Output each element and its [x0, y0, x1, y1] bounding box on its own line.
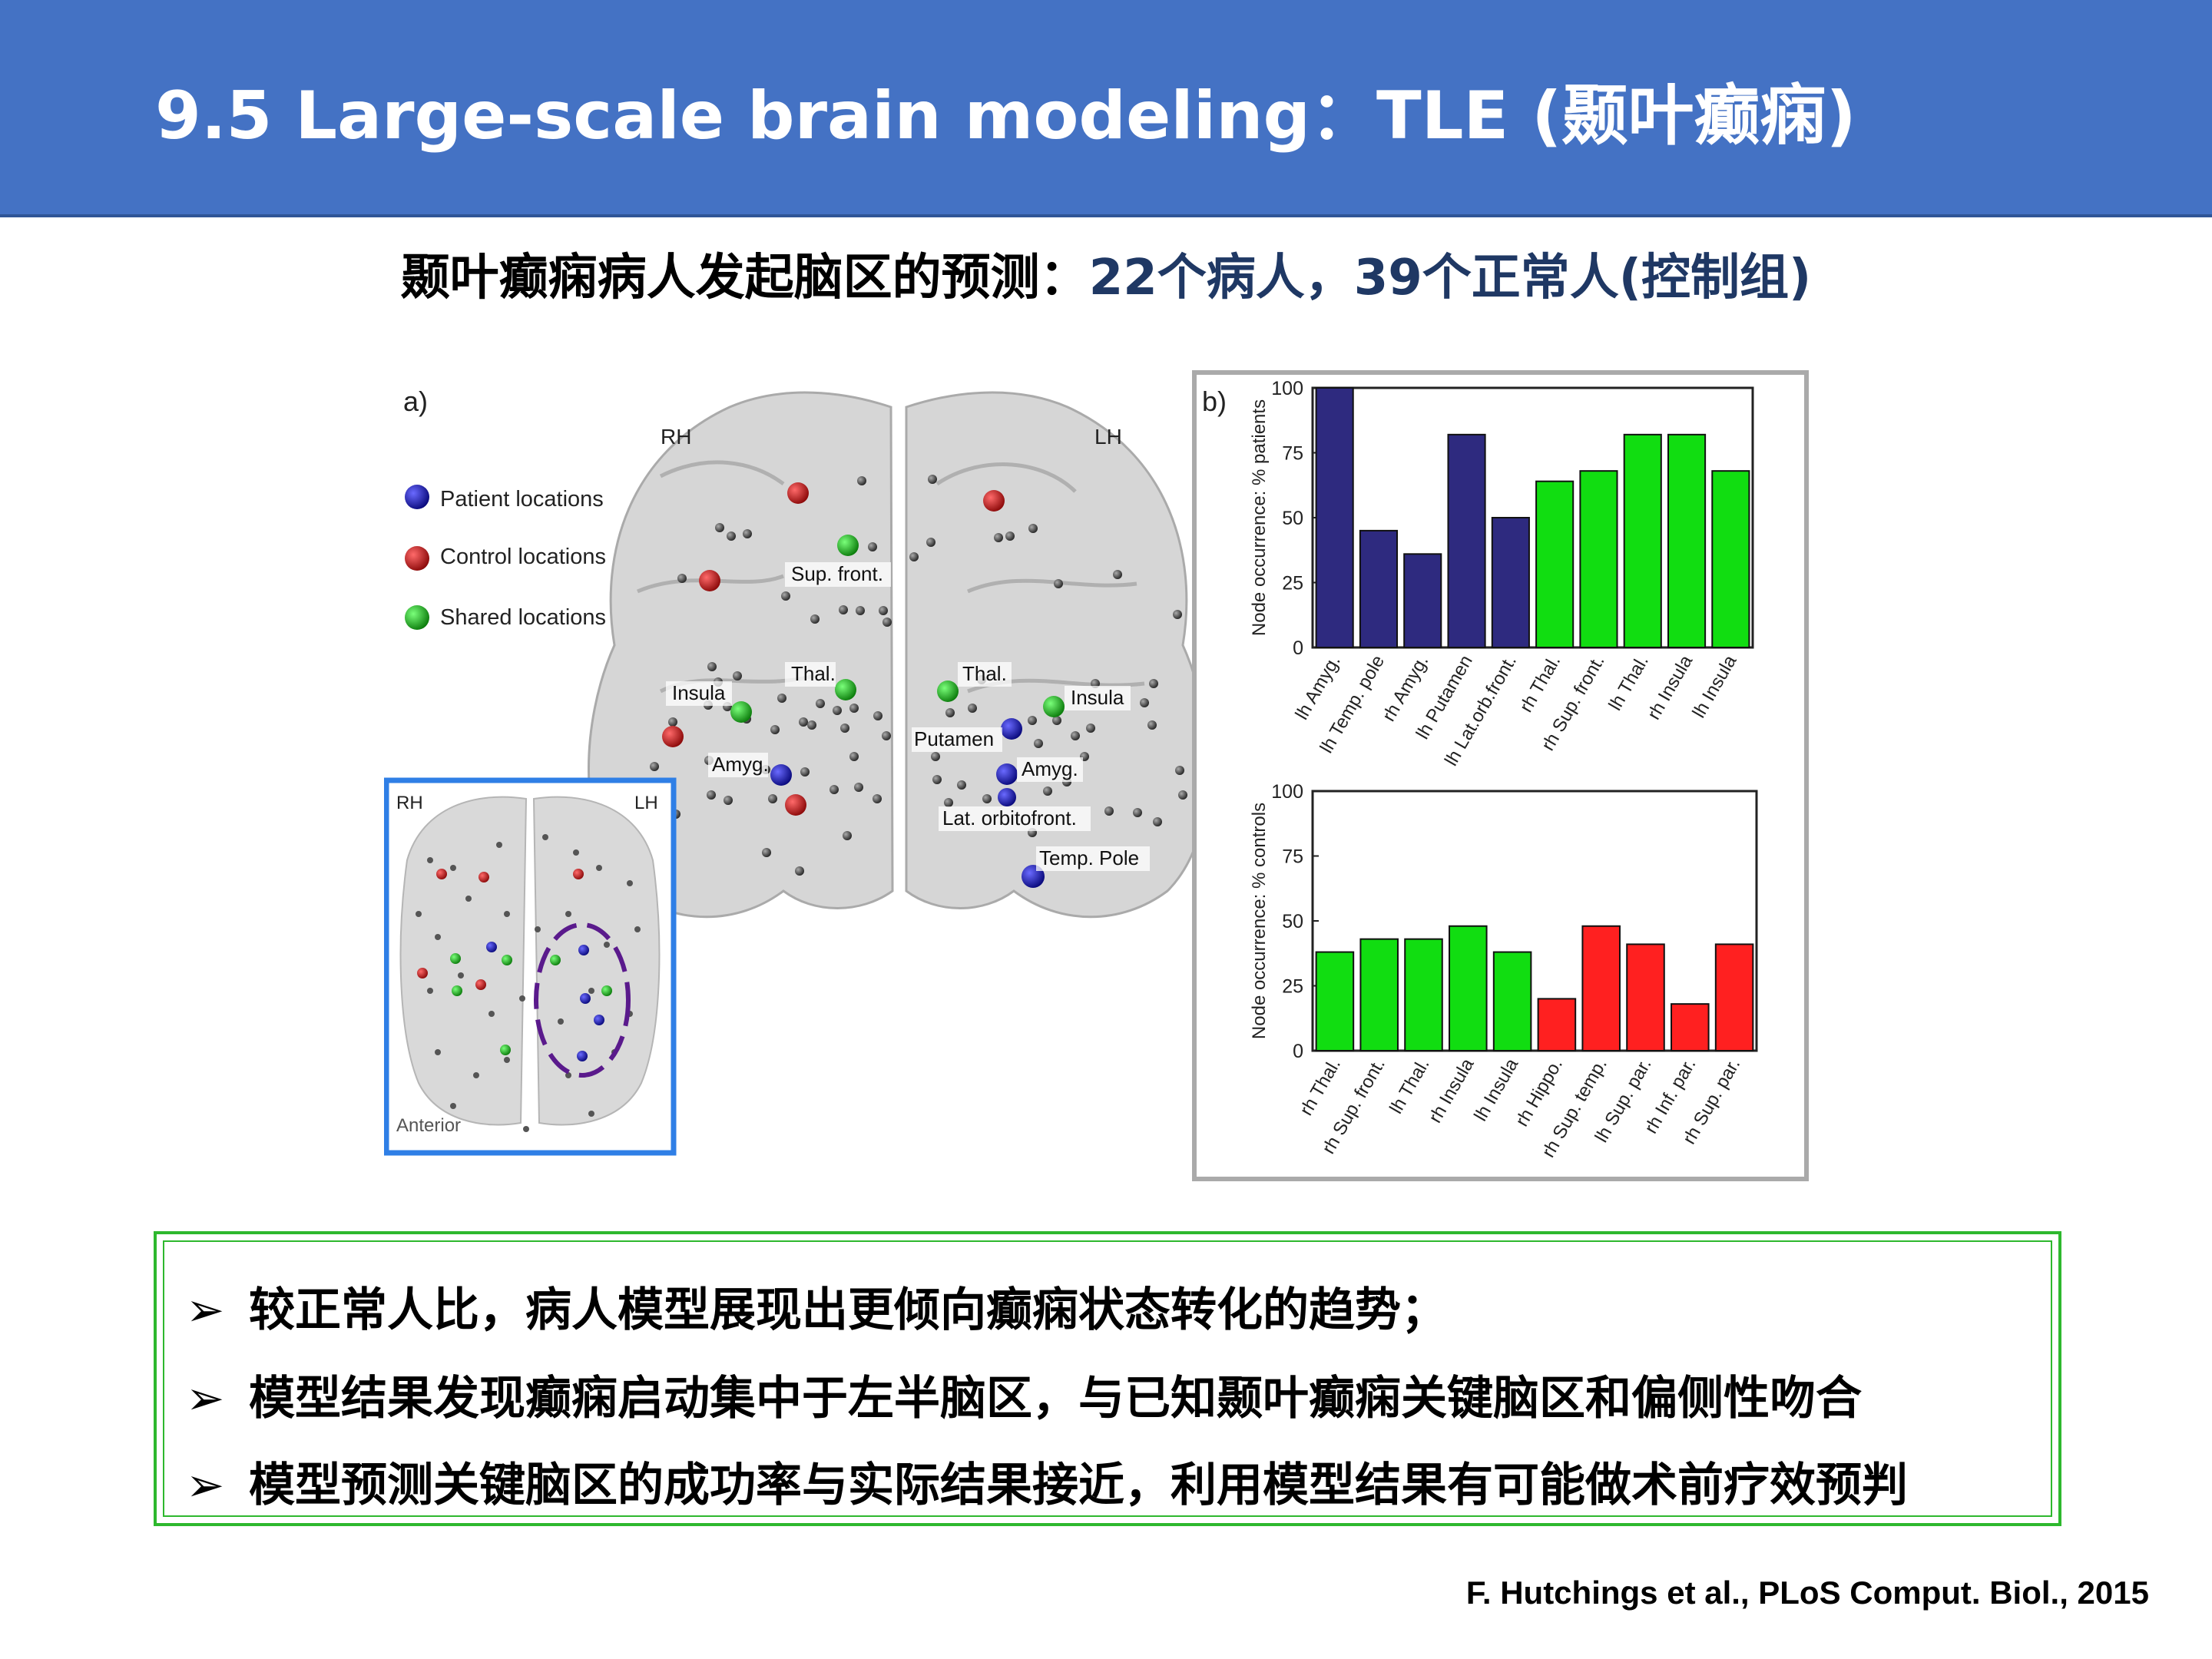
bar — [1579, 470, 1618, 648]
bar — [1581, 925, 1621, 1052]
y-tick-label: 0 — [1293, 1041, 1303, 1062]
bar — [1626, 943, 1665, 1051]
inset-rh-label: RH — [396, 793, 423, 813]
inset-anterior-label: Anterior — [396, 1115, 461, 1136]
y-axis-label: Node occurrence: % controls — [1249, 803, 1270, 1039]
y-tick-label: 100 — [1271, 781, 1303, 803]
bar — [1359, 529, 1399, 648]
bar — [1537, 998, 1577, 1052]
brain-legend: Patient locations Control locations Shar… — [405, 485, 606, 630]
bar — [1359, 938, 1399, 1051]
panel-label-b: b) — [1202, 386, 1227, 417]
bar — [1404, 938, 1443, 1051]
control-node — [662, 726, 684, 747]
bullet-text: 模型预测关键脑区的成功率与实际结果接近，利用模型结果有可能做术前疗效预判 — [249, 1459, 1908, 1512]
bar — [1667, 433, 1707, 648]
bar — [1714, 943, 1754, 1051]
legend-control-marker — [405, 546, 429, 571]
bar — [1315, 951, 1355, 1051]
brain-silhouette — [587, 391, 1210, 919]
citation: F. Hutchings et al., PLoS Comput. Biol.,… — [1465, 1575, 2149, 1611]
label-putamen: Putamen — [914, 727, 994, 750]
panel-label-a: a) — [403, 386, 428, 417]
shared-node — [1043, 696, 1065, 717]
bullet-text: 较正常人比，病人模型展现出更倾向癫痫状态转化的趋势； — [249, 1283, 1447, 1337]
bullet-arrow-icon: ➢ — [186, 1372, 225, 1426]
label-insula-lh: Insula — [1071, 686, 1124, 709]
shared-node — [730, 701, 752, 723]
patient-node — [1001, 718, 1022, 740]
bar — [1449, 925, 1488, 1052]
bullet-text: 模型结果发现癫痫启动集中于左半脑区，与已知颞叶癫痫关键脑区和偏侧性吻合 — [249, 1372, 1862, 1426]
subtitle: 颞叶癫痫病人发起脑区的预测：22个病人，39个正常人(控制组) — [0, 238, 2212, 309]
y-tick-label: 50 — [1282, 508, 1303, 529]
legend-control-label: Control locations — [440, 545, 606, 569]
y-tick-label: 75 — [1282, 846, 1303, 868]
bullet-item-3: ➢ 模型预测关键脑区的成功率与实际结果接近，利用模型结果有可能做术前疗效预判 — [186, 1448, 1908, 1515]
legend-shared-label: Shared locations — [440, 605, 606, 630]
label-thal-lh: Thal. — [962, 662, 1007, 685]
y-tick-label: 25 — [1282, 976, 1303, 998]
bullet-arrow-icon: ➢ — [186, 1283, 225, 1337]
patient-node — [770, 764, 792, 786]
inset-axial-view: RH LH Anterior — [384, 777, 677, 1156]
page-title: 9.5 Large-scale brain modeling：TLE (颞叶癫痫… — [155, 78, 1856, 154]
label-amyg-lh: Amyg. — [1022, 757, 1078, 780]
label-sup-front: Sup. front. — [791, 562, 883, 585]
bar — [1492, 951, 1532, 1051]
y-tick-label: 0 — [1293, 637, 1303, 659]
control-node — [983, 490, 1005, 512]
y-tick-label: 50 — [1282, 911, 1303, 932]
bar — [1623, 433, 1662, 648]
bar — [1491, 517, 1530, 648]
patient-node — [998, 788, 1016, 806]
label-temp-pole: Temp. Pole — [1039, 846, 1139, 869]
subtitle-main: 颞叶癫痫病人发起脑区的预测： — [400, 250, 1089, 306]
shared-node — [835, 679, 856, 700]
bar — [1535, 480, 1575, 648]
legend-patient-marker — [405, 485, 429, 509]
legend-shared-marker — [405, 605, 429, 630]
figure: a) RH LH Patient locations Control locat… — [384, 370, 1809, 1181]
shared-node — [837, 535, 859, 556]
y-tick-label: 100 — [1271, 378, 1303, 399]
y-tick-label: 25 — [1282, 573, 1303, 594]
label-lat-orbitofront: Lat. orbitofront. — [942, 806, 1077, 830]
title-bar: 9.5 Large-scale brain modeling：TLE (颞叶癫痫… — [0, 0, 2212, 217]
conclusion-box-inner — [163, 1240, 2052, 1517]
label-insula-rh: Insula — [672, 681, 726, 704]
control-node — [785, 794, 806, 816]
conclusion-box: ➢ 较正常人比，病人模型展现出更倾向癫痫状态转化的趋势； ➢ 模型结果发现癫痫启动集… — [154, 1231, 2061, 1526]
patient-node — [996, 763, 1018, 785]
patient-cluster-ellipse — [534, 922, 631, 1078]
inset-lh-label: LH — [634, 793, 658, 813]
shared-node — [937, 680, 959, 702]
brain-panel: a) RH LH Patient locations Control locat… — [384, 386, 1210, 1156]
label-amyg-rh: Amyg. — [712, 753, 769, 776]
hemisphere-rh-label: RH — [661, 425, 691, 449]
bar — [1315, 387, 1354, 648]
bullet-item-2: ➢ 模型结果发现癫痫启动集中于左半脑区，与已知颞叶癫痫关键脑区和偏侧性吻合 — [186, 1361, 1862, 1428]
bar — [1711, 470, 1750, 648]
label-thal-rh: Thal. — [791, 662, 836, 685]
bar — [1447, 433, 1486, 648]
y-axis-label: Node occurrence: % patients — [1249, 399, 1270, 636]
bar — [1671, 1003, 1710, 1051]
hemisphere-lh-label: LH — [1094, 425, 1122, 449]
bar — [1403, 553, 1442, 649]
legend-patient-label: Patient locations — [440, 487, 604, 512]
y-tick-label: 75 — [1282, 443, 1303, 465]
control-node — [787, 482, 809, 504]
bullet-arrow-icon: ➢ — [186, 1459, 225, 1512]
bullet-item-1: ➢ 较正常人比，病人模型展现出更倾向癫痫状态转化的趋势； — [186, 1273, 1447, 1339]
region-labels: Sup. front. Thal. Thal. Insula Insula Pu… — [666, 562, 1150, 871]
subtitle-highlight: 22个病人，39个正常人(控制组) — [1088, 250, 1812, 306]
control-node — [699, 570, 720, 591]
